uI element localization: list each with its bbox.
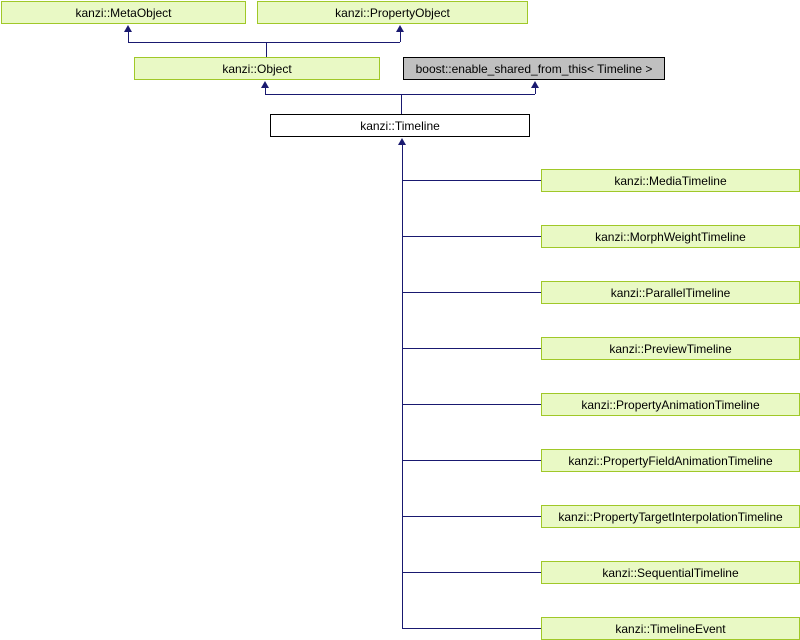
class-node-kanzi-paralleltimeline[interactable]: kanzi::ParallelTimeline xyxy=(541,281,800,304)
edge-branch-line xyxy=(402,516,541,517)
edge-branch-line xyxy=(402,348,541,349)
edge-line xyxy=(128,31,129,42)
class-node-kanzi-timelineevent[interactable]: kanzi::TimelineEvent xyxy=(541,617,800,640)
class-node-boost-enable-shared-from-this: boost::enable_shared_from_this< Timeline… xyxy=(403,57,665,80)
edge-branch-line xyxy=(402,404,541,405)
class-node-kanzi-previewtimeline[interactable]: kanzi::PreviewTimeline xyxy=(541,337,800,360)
edge-trunk-line xyxy=(402,144,403,628)
edge-branch-line xyxy=(402,628,541,629)
edge-line xyxy=(535,87,536,94)
edge-line xyxy=(401,94,402,114)
class-node-kanzi-mediatimeline[interactable]: kanzi::MediaTimeline xyxy=(541,169,800,192)
edge-branch-line xyxy=(402,292,541,293)
edge-line xyxy=(265,94,535,95)
edge-branch-line xyxy=(402,460,541,461)
class-node-kanzi-propertyobject[interactable]: kanzi::PropertyObject xyxy=(257,1,528,24)
class-node-kanzi-sequentialtimeline[interactable]: kanzi::SequentialTimeline xyxy=(541,561,800,584)
class-node-kanzi-timeline-current: kanzi::Timeline xyxy=(270,114,530,137)
edge-line xyxy=(265,87,266,94)
class-node-kanzi-propertytargetinterpolationtimeline[interactable]: kanzi::PropertyTargetInterpolationTimeli… xyxy=(541,505,800,528)
arrowhead-up-icon xyxy=(531,81,539,88)
class-node-kanzi-morphweighttimeline[interactable]: kanzi::MorphWeightTimeline xyxy=(541,225,800,248)
class-node-kanzi-object[interactable]: kanzi::Object xyxy=(134,57,380,80)
class-node-kanzi-propertyfieldanimationtimeline[interactable]: kanzi::PropertyFieldAnimationTimeline xyxy=(541,449,800,472)
edge-branch-line xyxy=(402,572,541,573)
edge-branch-line xyxy=(402,180,541,181)
arrowhead-up-icon xyxy=(124,25,132,32)
class-node-kanzi-propertyanimationtimeline[interactable]: kanzi::PropertyAnimationTimeline xyxy=(541,393,800,416)
edge-line xyxy=(266,42,267,57)
edge-line xyxy=(128,42,400,43)
class-node-kanzi-metaobject[interactable]: kanzi::MetaObject xyxy=(1,1,246,24)
arrowhead-up-icon xyxy=(261,81,269,88)
edge-line xyxy=(400,31,401,42)
arrowhead-up-icon xyxy=(398,138,406,145)
arrowhead-up-icon xyxy=(396,25,404,32)
edge-branch-line xyxy=(402,236,541,237)
